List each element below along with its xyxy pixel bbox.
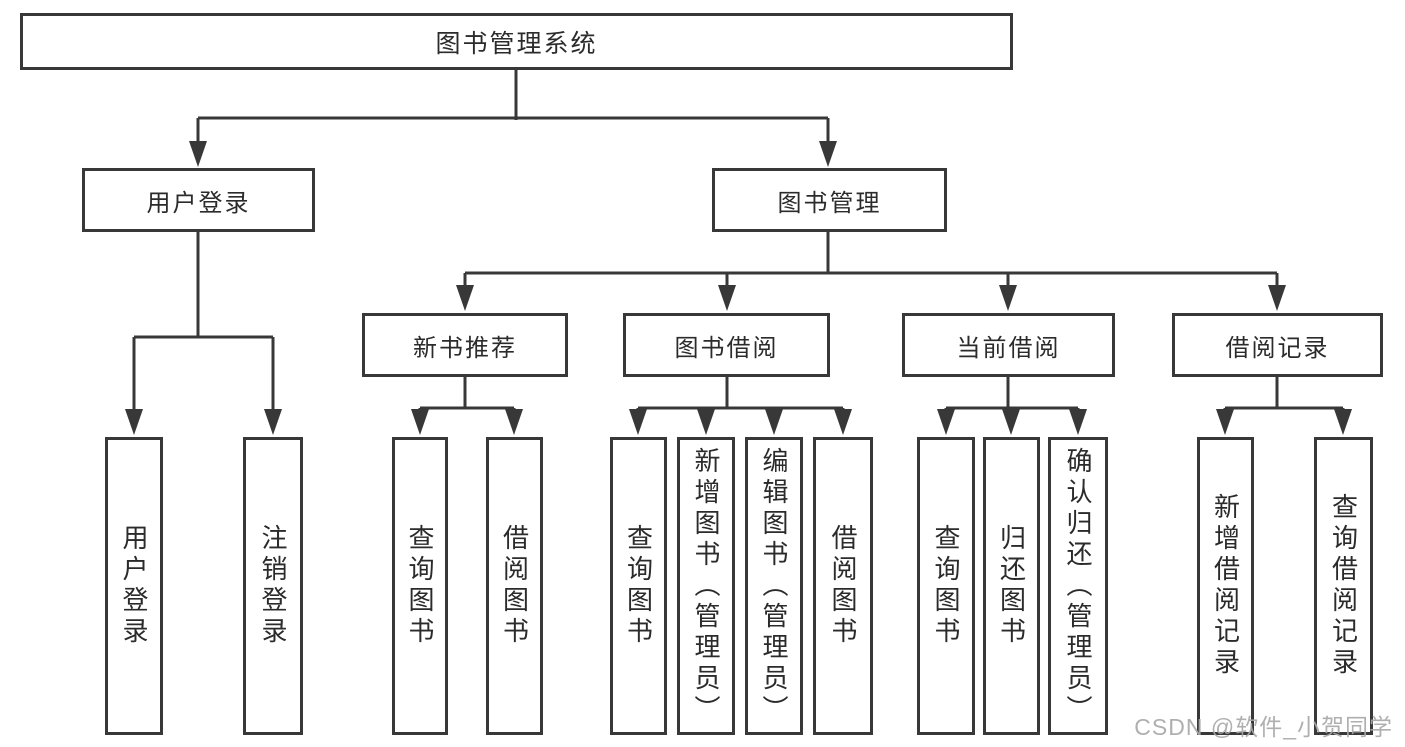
leaf-add-books-admin-label: 新增图书（管理员） xyxy=(691,446,721,726)
leaf-confirm-return-admin: 确认归还（管理员） xyxy=(1048,437,1108,735)
leaf-add-borrow-record: 新增借阅记录 xyxy=(1197,437,1254,735)
node-book-management-label: 图书管理 xyxy=(777,189,882,217)
node-book-management: 图书管理 xyxy=(712,168,947,232)
leaf-query-books-current-label: 查询图书 xyxy=(931,524,961,648)
leaf-borrow-books: 借阅图书 xyxy=(813,437,873,735)
node-current-borrow-label: 当前借阅 xyxy=(956,334,1061,362)
leaf-borrow-books-label: 借阅图书 xyxy=(828,524,858,648)
leaf-borrow-books-recommend-label: 借阅图书 xyxy=(499,524,530,648)
leaf-add-books-admin: 新增图书（管理员） xyxy=(677,437,735,735)
leaf-borrow-books-recommend: 借阅图书 xyxy=(486,437,543,735)
connector-stems xyxy=(132,70,1345,414)
node-book-borrow-label: 图书借阅 xyxy=(674,334,779,362)
node-library-management-system-label: 图书管理系统 xyxy=(435,29,598,58)
node-borrow-records: 借阅记录 xyxy=(1172,313,1383,377)
arrowhead-icons xyxy=(125,141,1352,435)
leaf-edit-books-admin: 编辑图书（管理员） xyxy=(745,437,803,735)
leaf-return-books: 归还图书 xyxy=(983,437,1040,735)
leaf-edit-books-admin-label: 编辑图书（管理员） xyxy=(759,446,789,726)
watermark: CSDN @软件_小贺同学 xyxy=(1134,714,1393,740)
leaf-query-borrow-record: 查询借阅记录 xyxy=(1314,437,1373,735)
leaf-query-books-recommend-label: 查询图书 xyxy=(405,524,435,648)
leaf-query-books-borrow: 查询图书 xyxy=(610,437,667,735)
leaf-logout-login: 注销登录 xyxy=(243,437,303,735)
leaf-add-borrow-record-label: 新增借阅记录 xyxy=(1210,493,1241,679)
leaf-query-books-borrow-label: 查询图书 xyxy=(623,524,654,648)
leaf-user-login-label: 用户登录 xyxy=(119,524,149,648)
leaf-query-borrow-record-label: 查询借阅记录 xyxy=(1328,493,1359,679)
node-borrow-records-label: 借阅记录 xyxy=(1225,334,1330,362)
leaf-return-books-label: 归还图书 xyxy=(996,524,1027,648)
node-library-management-system: 图书管理系统 xyxy=(20,13,1013,70)
node-current-borrow: 当前借阅 xyxy=(902,313,1115,377)
leaf-query-books-recommend: 查询图书 xyxy=(392,437,448,735)
node-new-book-recommend-label: 新书推荐 xyxy=(413,334,517,362)
node-book-borrow: 图书借阅 xyxy=(623,313,830,377)
node-new-book-recommend: 新书推荐 xyxy=(362,313,568,377)
leaf-user-login: 用户登录 xyxy=(105,437,163,735)
node-user-login-label: 用户登录 xyxy=(146,189,251,217)
leaf-logout-login-label: 注销登录 xyxy=(258,524,288,648)
node-user-login: 用户登录 xyxy=(82,168,315,232)
leaf-confirm-return-admin-label: 确认归还（管理员） xyxy=(1063,446,1093,726)
leaf-query-books-current: 查询图书 xyxy=(917,437,975,735)
